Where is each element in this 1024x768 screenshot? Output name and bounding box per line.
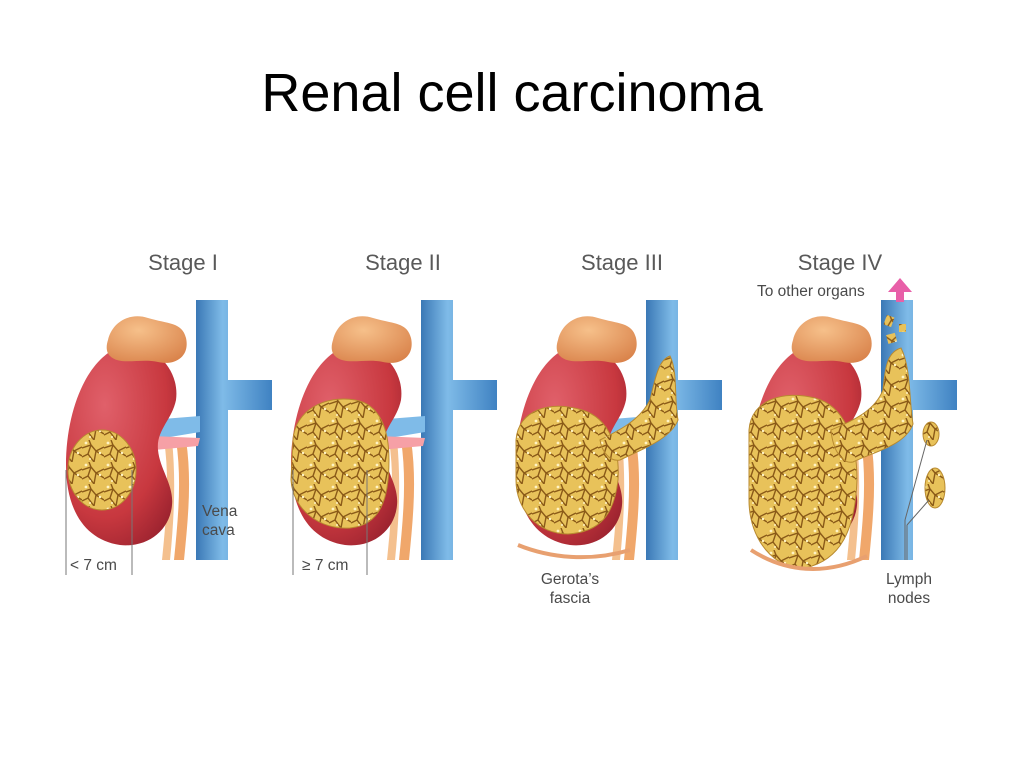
page-title: Renal cell carcinoma <box>261 63 763 123</box>
lymph-nodes-label-line2: nodes <box>888 590 930 607</box>
lymph-nodes-label-line1: Lymph <box>886 571 932 588</box>
gerota-fascia-label-line1: Gerota’s <box>541 571 600 588</box>
stage-1-panel <box>65 300 272 575</box>
gerota-fascia-label-line2: fascia <box>550 590 591 607</box>
spread-label: To other organs <box>757 283 865 300</box>
stage-3-panel <box>515 300 722 560</box>
stage-2-label: Stage II <box>365 250 441 275</box>
vena-cava-label-line1: Vena <box>202 503 238 520</box>
vena-cava-label-line2: cava <box>202 522 235 539</box>
up-arrow-icon <box>888 278 912 302</box>
stage-4-label: Stage IV <box>798 250 883 275</box>
stage-3-label: Stage III <box>581 250 663 275</box>
size-label-stage-1: < 7 cm <box>70 557 117 574</box>
size-label-stage-2: ≥ 7 cm <box>302 557 348 574</box>
stage-1-label: Stage I <box>148 250 218 275</box>
stage-2-panel <box>290 300 497 575</box>
stage-4-panel <box>748 300 957 571</box>
